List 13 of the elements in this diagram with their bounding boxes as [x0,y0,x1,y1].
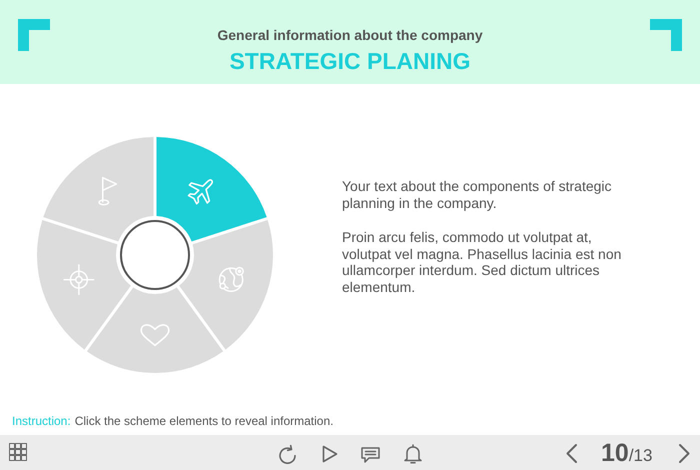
body-text: Your text about the components of strategic planning in the company. [342,178,613,212]
pie-segment [37,219,131,350]
body-text: Proin arcu felis, commodo ut volutpat at, volutpat vel magna. Phasellus lacinia est non ullamcorper interdum. Sed dictum ultrices elementum. [342,229,622,296]
center-circle [120,220,190,290]
pie-segment [43,137,154,242]
instruction-text: Click the scheme elements to reveal information. [74,414,334,428]
page-title: STRATEGIC PLANING [229,47,471,75]
page-counter: 10/13 [601,439,652,469]
instruction-label: Instruction: [12,414,71,428]
subtitle: General information about the company [217,27,483,44]
pie-segment [156,137,267,242]
pie-segment [86,287,224,373]
pie-segment [179,219,273,350]
